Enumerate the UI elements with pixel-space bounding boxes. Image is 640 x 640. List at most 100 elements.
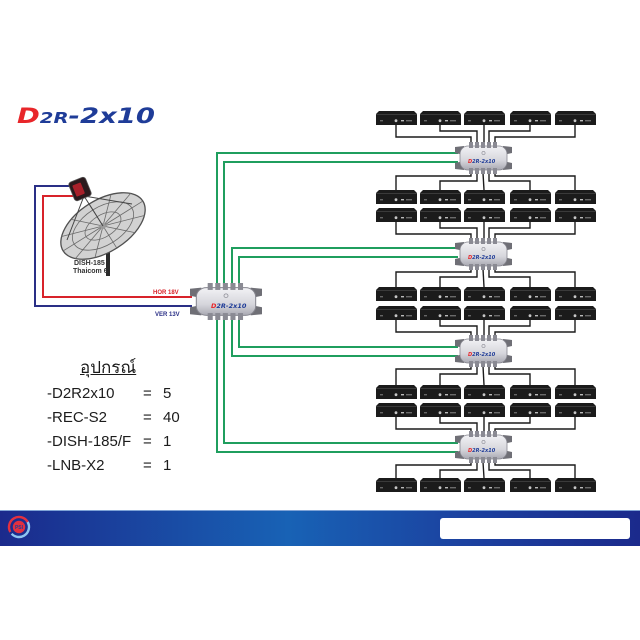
footer-text-box: [440, 518, 630, 539]
equipment-row: -DISH-185/F = 1: [47, 432, 207, 452]
receiver-wire: [488, 222, 531, 239]
svg-text:D2R-2x10: D2R-2x10: [468, 352, 496, 358]
receiver-icon: [376, 306, 417, 320]
receiver-wire: [494, 222, 576, 239]
receiver-wire: [439, 462, 478, 478]
receiver-wires: [395, 125, 576, 479]
receiver-wire: [439, 269, 478, 287]
equipment-title: อุปกรณ์: [80, 358, 137, 378]
receiver-icon: [464, 306, 505, 320]
receiver-wire: [482, 172, 485, 191]
svg-text:D2R-2x10: D2R-2x10: [468, 159, 496, 165]
logo-d: D: [17, 104, 40, 128]
trunk-cable: [238, 256, 458, 285]
receiver-wire: [488, 320, 531, 336]
dish-label-model: DISH-185: [74, 260, 105, 267]
receiver-icon: [420, 306, 461, 320]
receiver-icon: [376, 190, 417, 204]
receiver-icon: [420, 111, 461, 125]
receiver-wire: [395, 366, 472, 385]
trunk-cable: [231, 247, 458, 285]
equipment-name: -REC-S2: [47, 409, 108, 426]
trunk-cable: [238, 318, 458, 348]
equipment-qty: 40: [163, 409, 180, 426]
receiver-icon: [555, 287, 596, 301]
receiver-wire: [494, 125, 576, 143]
logo-model: -2x10: [69, 104, 155, 128]
receiver-icon: [510, 306, 551, 320]
svg-text:D2R-2x10: D2R-2x10: [468, 255, 496, 261]
receiver-wire: [494, 417, 576, 432]
receiver-icon: [510, 478, 551, 492]
receiver-icon: [555, 306, 596, 320]
receiver-wire: [488, 417, 531, 432]
receiver-wire: [494, 173, 576, 190]
receiver-icon: [376, 208, 417, 222]
receiver-icon: [555, 403, 596, 417]
receiver-icon: [420, 385, 461, 399]
receiver-icon: [420, 478, 461, 492]
receiver-icon: [420, 208, 461, 222]
equals-sign: =: [143, 457, 152, 474]
ver-cable: [34, 185, 192, 307]
receiver-icon: [376, 385, 417, 399]
receiver-wire: [488, 462, 531, 478]
equipment-name: -D2R2x10: [47, 385, 115, 402]
receiver-wire: [488, 125, 531, 143]
receiver-wire: [439, 366, 478, 385]
receiver-icon: [510, 111, 551, 125]
multiswitch-4: D2R-2x10: [455, 431, 512, 463]
equipment-qty: 1: [163, 457, 172, 474]
equals-sign: =: [143, 433, 152, 450]
receiver-icon: [555, 190, 596, 204]
receiver-wire: [439, 417, 478, 432]
multiswitch-3: D2R-2x10: [455, 335, 512, 367]
receiver-icon: [555, 478, 596, 492]
receiver-icon: [510, 403, 551, 417]
equals-sign: =: [143, 385, 152, 402]
equipment-row: -D2R2x10 = 5: [47, 384, 207, 404]
receiver-icon: [555, 208, 596, 222]
receiver-wire: [395, 269, 472, 287]
satellite-dish-icon: [60, 176, 146, 276]
dish-label-satellite: Thaicom 6: [73, 268, 108, 275]
trunk-cable: [223, 318, 458, 444]
equipment-name: -DISH-185/F: [47, 433, 132, 450]
footer-bar: PSI: [0, 510, 640, 546]
receiver-icon: [464, 403, 505, 417]
receiver-wire: [494, 269, 576, 287]
svg-text:D2R-2x10: D2R-2x10: [468, 448, 496, 454]
equals-sign: =: [143, 409, 152, 426]
receiver-wire: [395, 125, 472, 143]
ver-label: VER 13V: [155, 312, 180, 318]
receiver-wire: [494, 462, 576, 478]
trunk-cable: [216, 318, 458, 453]
receiver-wire: [488, 173, 531, 190]
receiver-icon: [376, 403, 417, 417]
receiver-icon: [464, 111, 505, 125]
lnb-icon: [68, 176, 92, 202]
receiver-icon: [510, 385, 551, 399]
receiver-icon: [510, 190, 551, 204]
receiver-wire: [395, 462, 472, 478]
equipment-row: -REC-S2 = 40: [47, 408, 207, 428]
receiver-wire: [439, 320, 478, 336]
receiver-icon: [510, 287, 551, 301]
company-logo: PSI: [7, 515, 31, 539]
receiver-icon: [376, 287, 417, 301]
receiver-icon: [420, 287, 461, 301]
equipment-qty: 5: [163, 385, 172, 402]
receiver-icon: [420, 190, 461, 204]
multiswitch-1: D2R-2x10: [455, 142, 512, 174]
hor-label: HOR 18V: [153, 290, 179, 296]
receiver-wire: [439, 173, 478, 190]
receiver-icon: [376, 478, 417, 492]
equipment-row: -LNB-X2 = 1: [47, 456, 207, 476]
main-switch-label-d: D: [211, 302, 217, 310]
logo-2r: 2R: [40, 109, 69, 127]
receiver-icon: [464, 385, 505, 399]
receiver-icon: [464, 287, 505, 301]
